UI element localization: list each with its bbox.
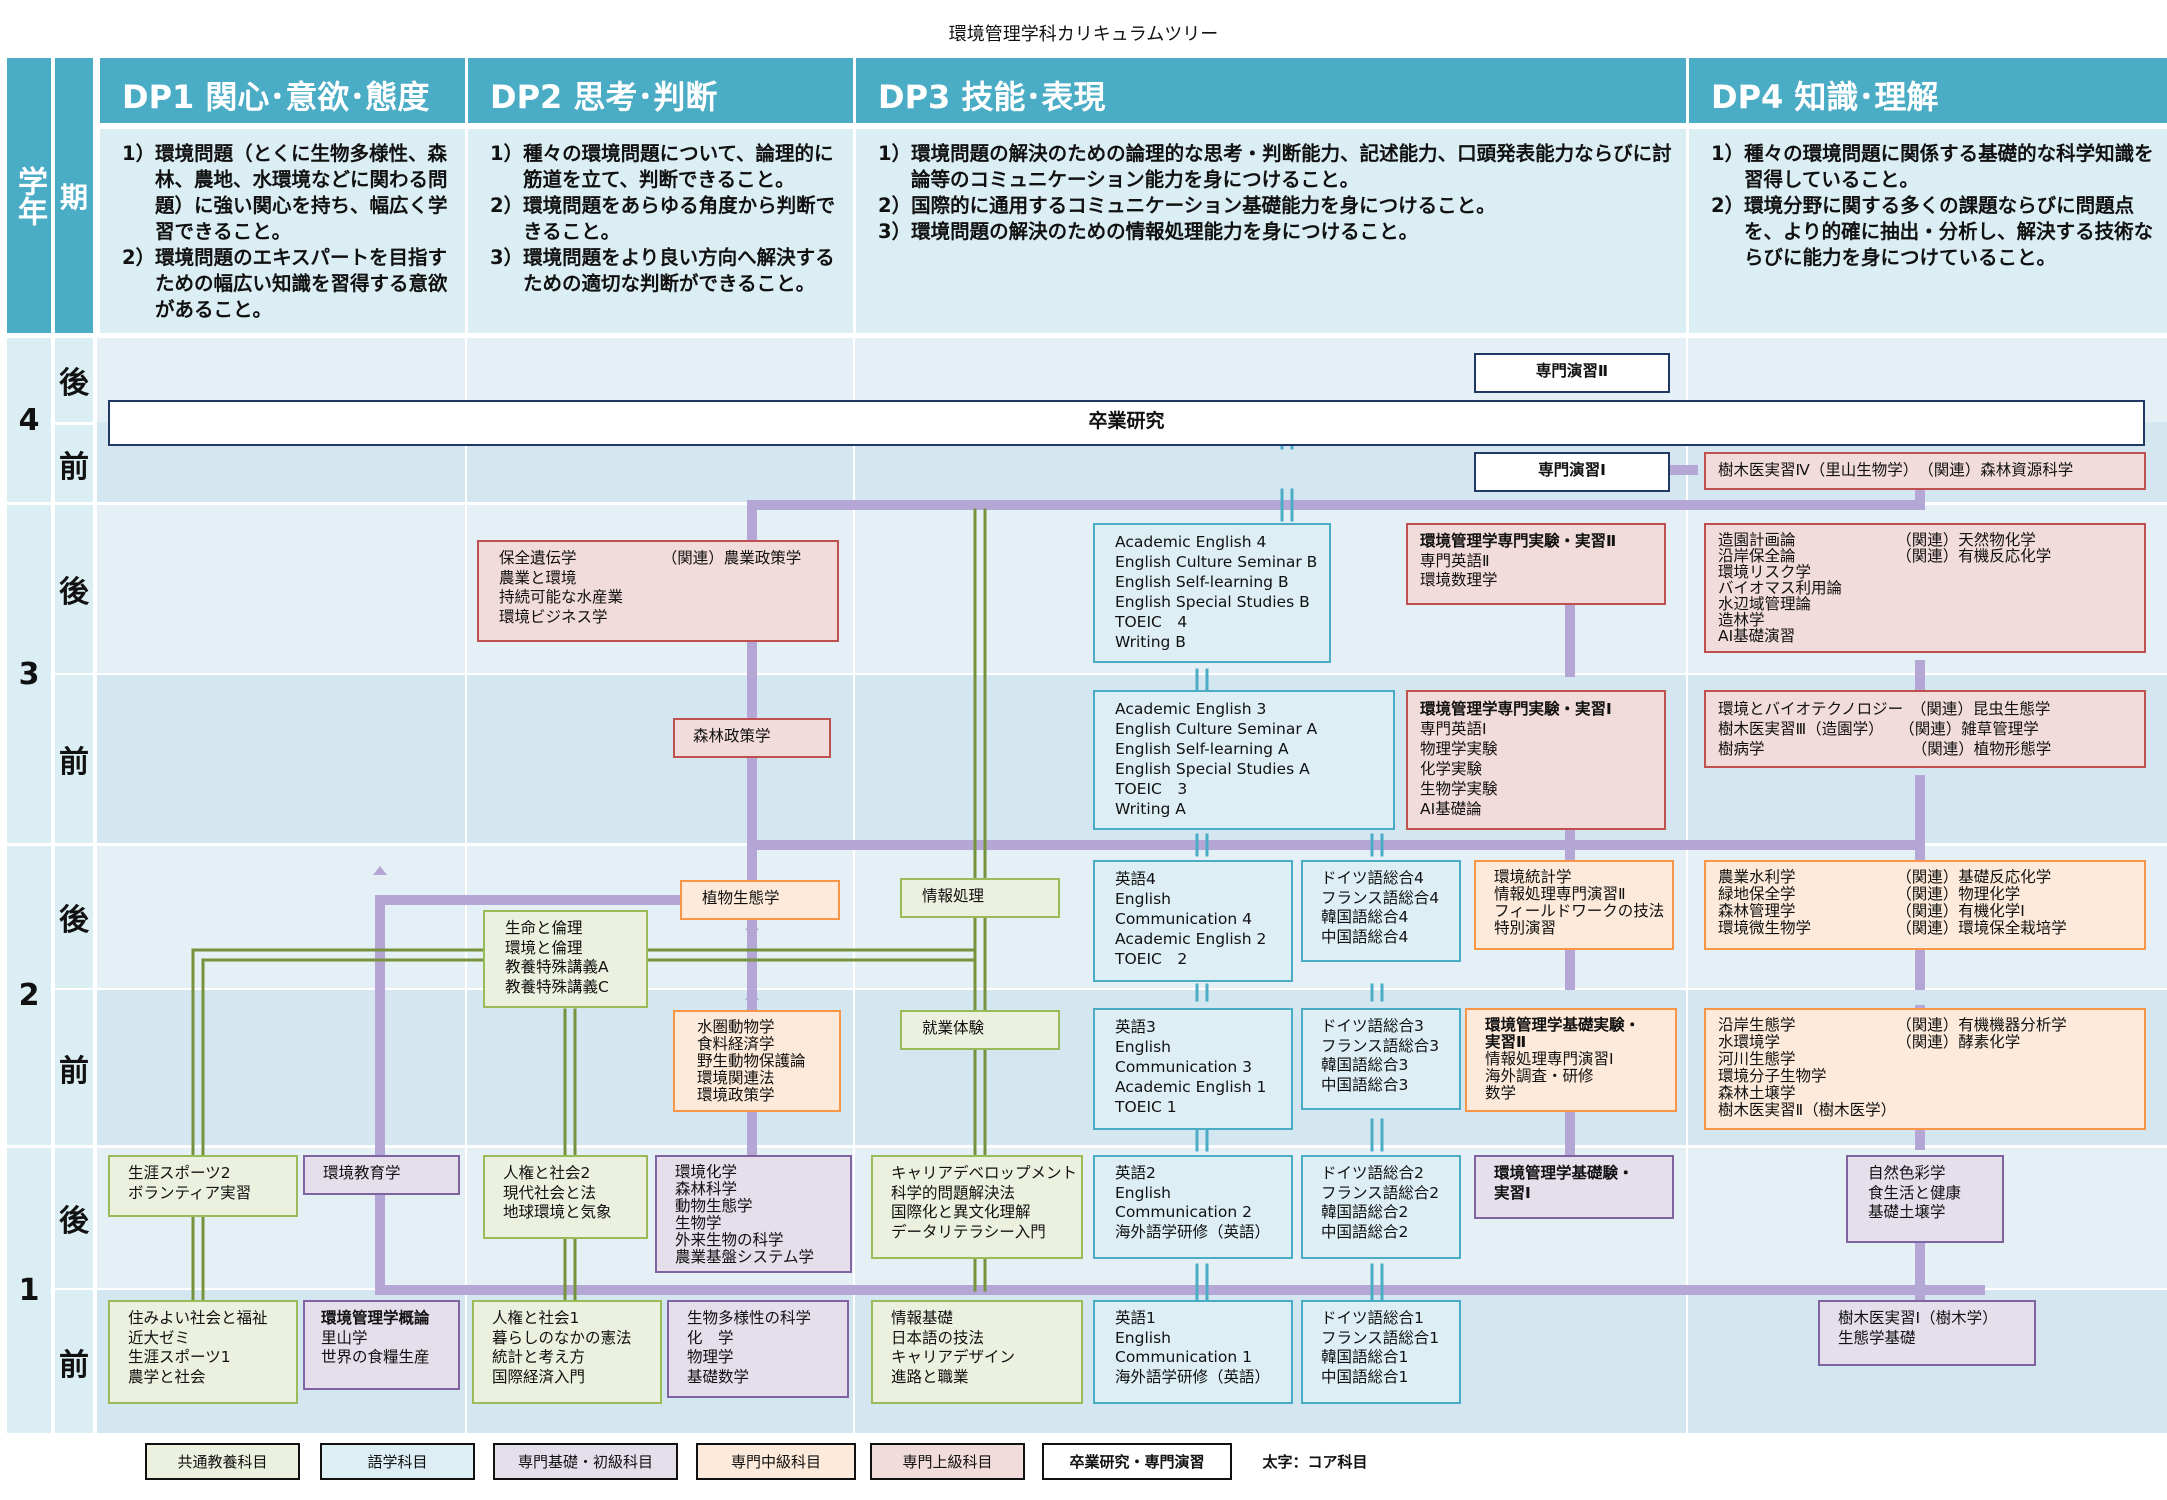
dp2-title: DP2 思考･判断 (468, 58, 853, 123)
course-box: キャリアデベロップメント科学的問題解決法国際化と異文化理解データリテラシー入門 (871, 1155, 1083, 1259)
course-box: 自然色彩学食生活と健康基礎土壌学 (1846, 1155, 2004, 1243)
grid-line (465, 333, 467, 1433)
legend-language: 語学科目 (320, 1443, 475, 1480)
term-label: 後 (55, 846, 93, 988)
course-box: 環境教育学 (303, 1155, 460, 1195)
course-box: 植物生態学 (680, 880, 840, 920)
dp2-line: 1）種々の環境問題について、論理的に筋道を立て、判断できること。 (490, 142, 834, 191)
legend-advanced: 専門上級科目 (870, 1443, 1025, 1480)
term-label: 前 (55, 990, 93, 1145)
dp2-description: 1）種々の環境問題について、論理的に筋道を立て、判断できること。 2）環境問題を… (468, 129, 853, 333)
dp3-description: 1）環境問題の解決のための論理的な思考・判断能力、記述能力、口頭発表能力ならびに… (856, 129, 1686, 333)
year-2: 2 (7, 846, 51, 1145)
term-label: 前 (55, 1290, 93, 1433)
course-box: 環境管理学基礎験・実習Ⅰ (1474, 1155, 1674, 1219)
course-box: 情報基礎日本語の技法キャリアデザイン進路と職業 (871, 1300, 1083, 1404)
grid-line (853, 333, 855, 1433)
course-box: 情報処理 (900, 878, 1060, 918)
course-box: 樹木医実習Ⅳ（里山生物学） （関連）森林資源科学 (1704, 452, 2146, 490)
legend-graduation-research: 卒業研究・専門演習 (1042, 1443, 1232, 1480)
course-box: 環境管理学概論里山学世界の食糧生産 (303, 1300, 460, 1390)
dp3-title: DP3 技能･表現 (856, 58, 1686, 123)
grade-header: 学年 (7, 58, 51, 333)
course-box: 保全遺伝学 （関連）農業政策学農業と環境持続可能な水産業環境ビジネス学 (477, 540, 839, 642)
dp3-line: 2）国際的に通用するコミュニケーション基礎能力を身につけること。 (878, 194, 1496, 217)
course-box: 専門演習Ⅱ (1474, 353, 1670, 393)
page-title: 環境管理学科カリキュラムツリー (948, 24, 1219, 45)
dp4-line: 2）環境分野に関する多くの課題ならびに問題点を、より的確に抽出・分析し、解決する… (1711, 194, 2154, 269)
legend-intermediate: 専門中級科目 (696, 1443, 856, 1480)
dp2-line: 2）環境問題をあらゆる角度から判断できること。 (490, 194, 836, 243)
term-label: 前 (55, 425, 93, 502)
term-label: 後 (55, 338, 93, 422)
dp4-title: DP4 知識･理解 (1689, 58, 2167, 123)
course-box: 沿岸生態学 （関連）有機機器分析学水環境学 （関連）酵素化学河川生態学環境分子生… (1704, 1008, 2146, 1130)
dp1-title: DP1 関心･意欲･態度 (100, 58, 465, 123)
dp2-line: 3）環境問題をより良い方向へ解決するための適切な判断ができること。 (490, 246, 835, 295)
course-box: 樹木医実習Ⅰ（樹木学）生態学基礎 (1818, 1300, 2036, 1366)
dp3-line: 3）環境問題の解決のための情報処理能力を身につけること。 (878, 220, 1419, 243)
year-4: 4 (7, 338, 51, 502)
legend-core-note: 太字：コア科目 (1262, 1453, 1368, 1471)
course-box: 森林政策学 (673, 718, 831, 758)
course-box: 農業水利学 （関連）基礎反応化学緑地保全学 （関連）物理化学森林管理学 （関連）… (1704, 860, 2146, 950)
year-3: 3 (7, 505, 51, 843)
course-box: 環境とバイオテクノロジー （関連）昆虫生態学樹木医実習Ⅲ（造園学） （関連）雑草… (1704, 690, 2146, 768)
dp1-line: 2）環境問題のエキスパートを目指すための幅広い知識を習得する意欲があること。 (122, 246, 448, 321)
course-box: 水圏動物学食料経済学野生動物保護論環境関連法環境政策学 (673, 1010, 841, 1112)
course-box: 造園計画論 （関連）天然物化学沿岸保全論 （関連）有機反応化学環境リスク学バイオ… (1704, 523, 2146, 653)
course-box: 生物多様性の科学化 学物理学基礎数学 (667, 1300, 849, 1398)
course-box: 就業体験 (900, 1010, 1060, 1050)
year-1: 1 (7, 1148, 51, 1433)
term-label: 前 (55, 675, 93, 843)
dp3-line: 1）環境問題の解決のための論理的な思考・判断能力、記述能力、口頭発表能力ならびに… (878, 142, 1672, 191)
term-header: 期 (55, 58, 93, 333)
course-box: 専門演習Ⅰ (1474, 452, 1670, 492)
term-label: 後 (55, 505, 93, 673)
dp1-line: 1）環境問題（とくに生物多様性、森林、農地、水環境などに関わる問題）に強い関心を… (122, 142, 448, 243)
dp4-description: 1）種々の環境問題に関係する基礎的な科学知識を習得していること。 2）環境分野に… (1689, 129, 2167, 333)
dp1-description: 1）環境問題（とくに生物多様性、森林、農地、水環境などに関わる問題）に強い関心を… (100, 129, 465, 333)
term-label: 後 (55, 1148, 93, 1288)
course-box: 卒業研究 (108, 400, 2145, 446)
dp4-line: 1）種々の環境問題に関係する基礎的な科学知識を習得していること。 (1711, 142, 2154, 191)
grid-line (1686, 333, 1688, 1433)
legend-basic: 専門基礎・初級科目 (493, 1443, 678, 1480)
legend-general-education: 共通教養科目 (145, 1443, 300, 1480)
course-box: 環境化学森林科学動物生態学生物学外来生物の科学農業基盤システム学 (655, 1155, 852, 1273)
